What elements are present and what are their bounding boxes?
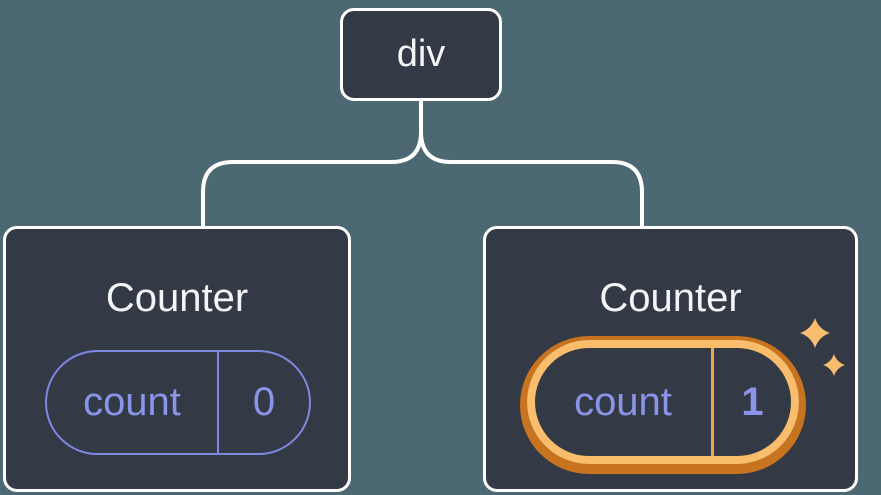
counter-node-left: Counter count 0	[3, 226, 351, 492]
connector-branch-right	[419, 99, 644, 228]
root-node-div: div	[340, 8, 502, 101]
state-key-label-right: count	[535, 348, 714, 456]
state-pill-left: count 0	[45, 350, 311, 455]
counter-node-right: Counter count 1	[483, 226, 858, 492]
connector-branch-left	[201, 99, 423, 228]
state-key-label-left: count	[47, 352, 219, 453]
counter-right-title: Counter	[599, 276, 742, 320]
root-node-label: div	[396, 33, 446, 75]
counter-left-title: Counter	[105, 276, 249, 320]
state-value-left: 0	[252, 380, 276, 424]
state-value-right: 1	[741, 379, 764, 424]
state-pill-right-highlighted: count 1	[527, 340, 799, 464]
